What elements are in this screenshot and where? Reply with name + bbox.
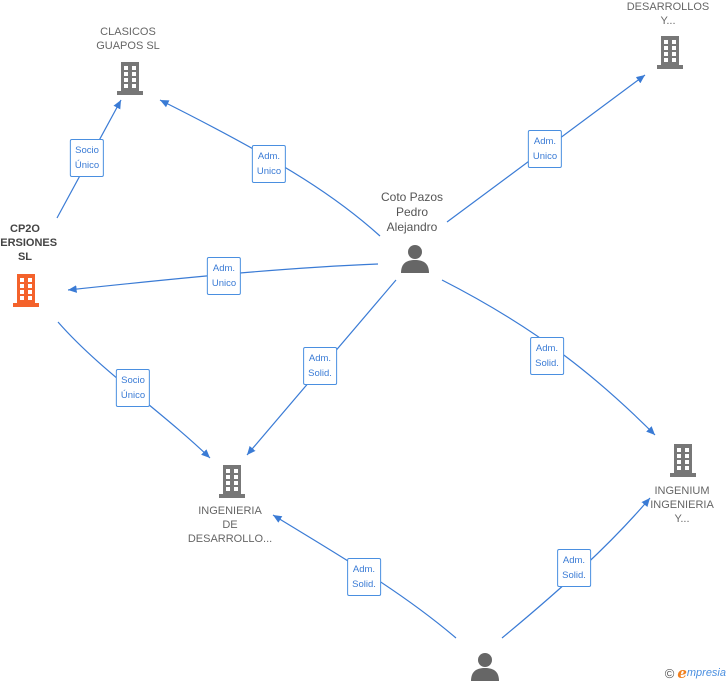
coto-label-line-3: Alejandro <box>386 220 438 234</box>
edge-label-line: Adm. <box>562 555 586 566</box>
edge-label-line: Socio <box>121 375 145 386</box>
cp2o-label-line-2: VERSIONES <box>0 237 58 249</box>
brand-name: mpresia <box>686 667 726 679</box>
edge-label-coto-to-ingenieria_desarrollo[interactable]: Adm. Solid. <box>303 347 337 385</box>
clasicos-label-line-2: GUAPOS SL <box>96 40 160 52</box>
edge-label-coto-to-desarrollos[interactable]: Adm. Unico <box>527 130 563 168</box>
edge-label-line: Único <box>74 160 100 171</box>
edge-label-line: Unico <box>211 278 237 289</box>
ingenium-label[interactable]: INGENIUM INGENIERIA Y... <box>650 484 714 526</box>
edge-label-coto-to-clasicos[interactable]: Adm. Unico <box>251 145 287 183</box>
ingenieria-label[interactable]: INGENIERIA DE DESARROLLO... <box>188 504 272 546</box>
clasicos-building-icon[interactable] <box>115 60 145 101</box>
edge-label-line: Adm. <box>257 151 281 162</box>
edge-label-line: Adm. <box>308 353 332 364</box>
edge-label-line: Adm. <box>352 564 376 575</box>
edge-label-bottom_person-to-ingenium[interactable]: Adm. Solid. <box>557 549 591 587</box>
bottom-person-icon[interactable] <box>469 651 501 688</box>
ingenium-building-icon[interactable] <box>668 442 698 483</box>
edge-label-line: Unico <box>532 151 558 162</box>
desarrollos-label-line-2: Y... <box>660 15 676 27</box>
coto-label[interactable]: Coto Pazos Pedro Alejandro <box>381 190 443 235</box>
desarrollos-label-line-1: DESARROLLOS <box>626 1 710 13</box>
cp2o-label-line-1: CP2O <box>10 223 40 235</box>
ingenium-label-line-3: Y... <box>674 513 690 525</box>
cp2o-label[interactable]: CP2O VERSIONES SL <box>0 222 57 264</box>
coto-label-line-1: Coto Pazos <box>380 190 444 204</box>
desarrollos-building-icon[interactable] <box>655 34 685 75</box>
ingenieria-building-icon[interactable] <box>217 463 247 504</box>
copyright-symbol: © <box>664 665 675 681</box>
clasicos-label[interactable]: CLASICOS GUAPOS SL <box>96 25 160 53</box>
edge-label-coto-to-cp2o[interactable]: Adm. Unico <box>206 257 242 295</box>
brand-initial: e <box>677 664 687 682</box>
edge-label-line: Solid. <box>562 570 586 581</box>
edge-label-bottom_person-to-ingenieria_desarrollo[interactable]: Adm. Solid. <box>347 558 381 596</box>
cp2o-building-icon[interactable] <box>11 272 41 313</box>
desarrollos-label[interactable]: DESARROLLOS Y... <box>627 0 710 28</box>
ingenium-label-line-2: INGENIERIA <box>650 499 714 511</box>
edge-label-line: Solid. <box>352 579 376 590</box>
ingenium-label-line-1: INGENIUM <box>654 485 710 497</box>
edge-label-line: Adm. <box>533 136 557 147</box>
edge-label-line: Adm. <box>212 263 236 274</box>
edge-label-line: Unico <box>256 166 282 177</box>
edge-label-coto-to-ingenium[interactable]: Adm. Solid. <box>530 337 564 375</box>
clasicos-label-line-1: CLASICOS <box>100 26 156 38</box>
edge-coto-to-clasicos <box>159 99 381 237</box>
edge-label-line: Solid. <box>308 368 332 379</box>
ingenieria-label-line-1: INGENIERIA <box>198 505 262 517</box>
edge-coto-to-ingenium <box>441 279 656 436</box>
ingenieria-label-line-2: DE <box>222 519 238 531</box>
edge-label-line: Socio <box>75 145 99 156</box>
cp2o-label-line-3: SL <box>17 251 33 263</box>
ingenieria-label-line-3: DESARROLLO... <box>187 533 273 545</box>
edge-label-line: Adm. <box>535 343 559 354</box>
coto-person-icon[interactable] <box>399 243 431 280</box>
edge-label-line: Solid. <box>535 358 559 369</box>
coto-label-line-2: Pedro <box>395 205 429 219</box>
edge-label-line: Único <box>120 390 146 401</box>
